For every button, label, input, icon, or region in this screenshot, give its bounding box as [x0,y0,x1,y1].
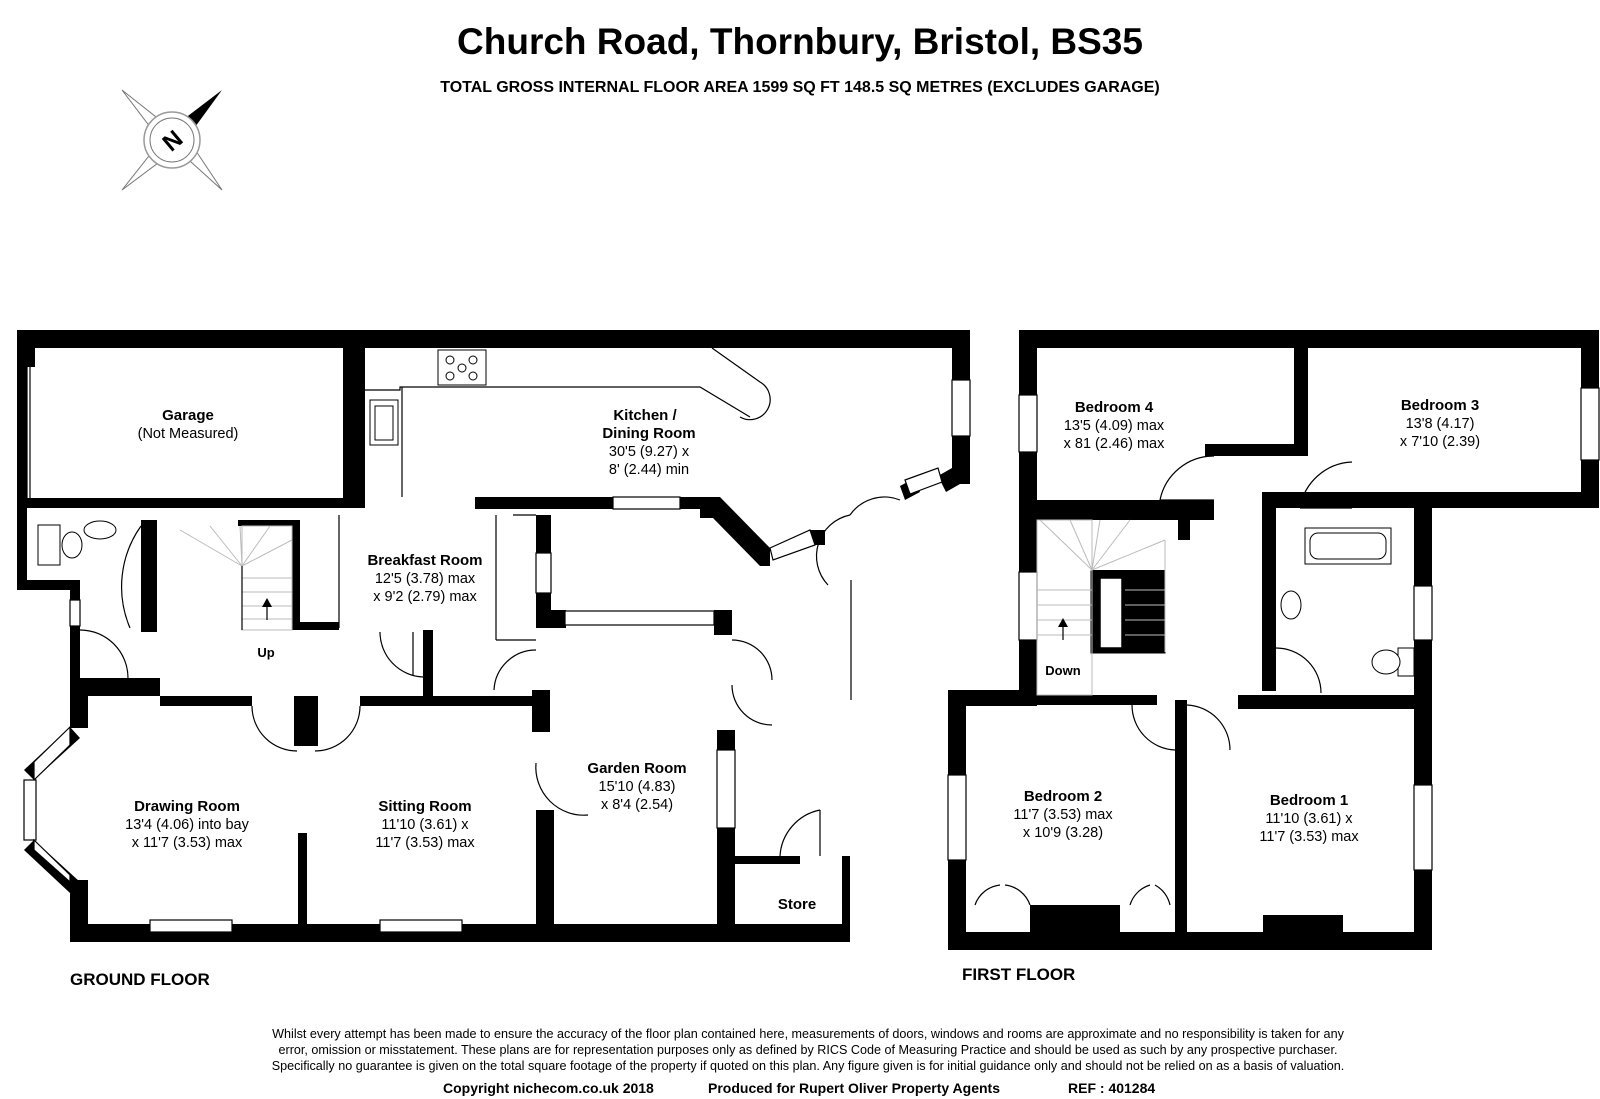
svg-text:(Not Measured): (Not Measured) [138,426,239,442]
svg-text:Bedroom 4: Bedroom 4 [1075,399,1154,416]
svg-text:15'10 (4.83): 15'10 (4.83) [599,779,676,795]
first-windows [947,387,1600,871]
svg-text:Bedroom 1: Bedroom 1 [1270,792,1348,809]
svg-text:Garden Room: Garden Room [587,760,686,777]
room-kitchen: Kitchen / Dining Room 30'5 (9.27) x 8' (… [602,407,695,478]
svg-text:13'4 (4.06) into bay: 13'4 (4.06) into bay [125,817,249,833]
reference-text: REF : 401284 [1068,1080,1155,1096]
svg-text:x 81 (2.46) max: x 81 (2.46) max [1064,436,1165,452]
north-compass-icon: N [121,89,223,191]
produced-for-text: Produced for Rupert Oliver Property Agen… [708,1080,1000,1096]
svg-text:11'10 (3.61) x: 11'10 (3.61) x [381,817,469,833]
svg-text:11'10 (3.61) x: 11'10 (3.61) x [1265,811,1353,827]
svg-text:Drawing Room: Drawing Room [134,798,240,815]
disclaimer-line-2: error, omission or misstatement. These p… [279,1043,1338,1057]
room-drawing: Drawing Room 13'4 (4.06) into bay x 11'7… [125,798,249,851]
room-bedroom-4: Bedroom 4 13'5 (4.09) max x 81 (2.46) ma… [1064,399,1165,452]
svg-text:x 9'2 (2.79) max: x 9'2 (2.79) max [373,589,477,605]
ground-staircase: Up [179,525,293,660]
ground-windows [23,379,971,933]
basin-icon-first [1280,590,1302,620]
copyright-text: Copyright nichecom.co.uk 2018 [443,1080,654,1096]
room-garage: Garage (Not Measured) [138,407,239,442]
svg-text:11'7 (3.53) max: 11'7 (3.53) max [375,835,475,851]
ground-floor-walls [17,330,970,942]
svg-text:Sitting Room: Sitting Room [378,798,471,815]
disclaimer-line-1: Whilst every attempt has been made to en… [272,1027,1344,1041]
first-staircase: Down [1036,519,1166,696]
svg-text:x 7'10 (2.39): x 7'10 (2.39) [1400,434,1480,450]
room-store: Store [778,896,816,913]
svg-text:Bedroom 3: Bedroom 3 [1401,397,1479,414]
svg-text:Store: Store [778,896,816,913]
ground-floor-label: GROUND FLOOR [70,970,210,989]
svg-text:Bedroom 2: Bedroom 2 [1024,788,1102,805]
room-garden: Garden Room 15'10 (4.83) x 8'4 (2.54) [587,760,686,813]
svg-text:Dining Room: Dining Room [602,425,695,442]
svg-text:11'7 (3.53) max: 11'7 (3.53) max [1013,807,1113,823]
toilet-icon [37,524,61,566]
svg-text:13'5 (4.09) max: 13'5 (4.09) max [1064,418,1165,434]
svg-text:8' (2.44) min: 8' (2.44) min [609,462,689,478]
first-floor-walls [948,330,1599,950]
svg-text:x 10'9 (3.28): x 10'9 (3.28) [1023,825,1103,841]
room-bedroom-3: Bedroom 3 13'8 (4.17) x 7'10 (2.39) [1400,397,1480,450]
room-bedroom-2: Bedroom 2 11'7 (3.53) max x 10'9 (3.28) [1013,788,1113,841]
room-sitting: Sitting Room 11'10 (3.61) x 11'7 (3.53) … [375,798,475,851]
first-doors [974,455,1353,906]
ground-doors [79,496,901,857]
ground-stairs-label: Up [257,645,274,660]
first-stairs-label: Down [1045,663,1080,678]
svg-text:Garage: Garage [162,407,214,424]
plan-title: Church Road, Thornbury, Bristol, BS35 [457,21,1143,62]
room-bedroom-1: Bedroom 1 11'10 (3.61) x 11'7 (3.53) max [1259,792,1359,845]
first-floor-label: FIRST FLOOR [962,965,1075,984]
svg-text:30'5 (9.27) x: 30'5 (9.27) x [609,444,690,460]
svg-text:Breakfast Room: Breakfast Room [367,552,482,569]
room-breakfast: Breakfast Room 12'5 (3.78) max x 9'2 (2.… [367,552,482,605]
disclaimer-line-3: Specifically no guarantee is given on th… [272,1059,1345,1073]
svg-text:11'7 (3.53) max: 11'7 (3.53) max [1259,829,1359,845]
svg-text:Kitchen /: Kitchen / [613,407,677,424]
svg-text:12'5 (3.78) max: 12'5 (3.78) max [375,571,476,587]
svg-text:x 8'4 (2.54): x 8'4 (2.54) [601,797,673,813]
basin-icon [83,520,117,540]
svg-text:13'8 (4.17): 13'8 (4.17) [1406,416,1475,432]
plan-subtitle: TOTAL GROSS INTERNAL FLOOR AREA 1599 SQ … [440,79,1160,96]
svg-text:x 11'7 (3.53) max: x 11'7 (3.53) max [132,835,243,851]
